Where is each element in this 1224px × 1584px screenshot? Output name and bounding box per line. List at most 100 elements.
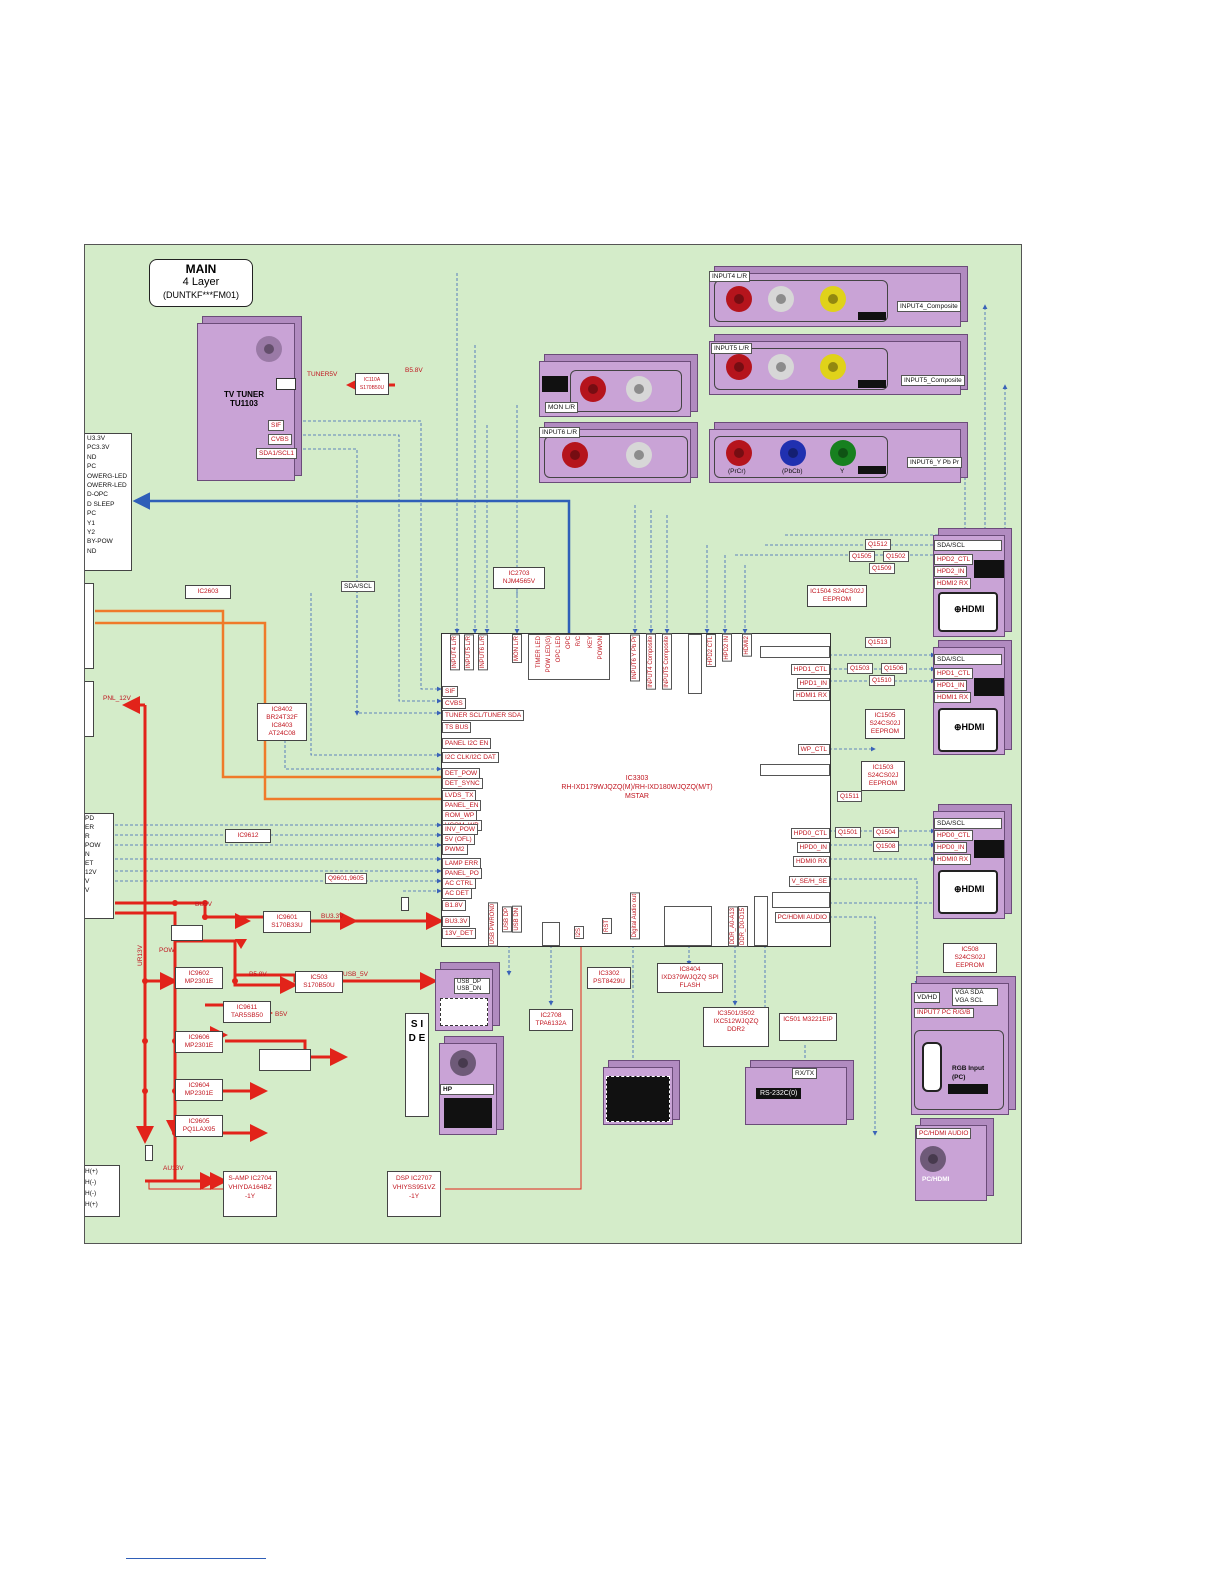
au13v-label: AU13V: [163, 1165, 184, 1172]
main-pin-right: HPD1_CTL: [790, 664, 830, 675]
main-pin-left: AC DET: [442, 888, 472, 899]
input6-component-plate: [714, 436, 888, 478]
main-pin-left: B1.8V: [442, 900, 466, 911]
left-list-item: Y1: [87, 519, 95, 527]
white-jack-icon: [768, 354, 794, 380]
hdmi2-block: SDA/SCL HPD2_CTL HPD2_IN HDMI2 RX ⊕HDMI: [933, 535, 1005, 637]
main-pin-top: R/C: [575, 635, 583, 648]
main-pin-top: OPC: [565, 635, 573, 651]
footer-rule: [126, 1558, 266, 1559]
main-pin-left: TUNER SCL/TUNER SDA: [442, 710, 525, 721]
left-list-item: D-OPC: [87, 491, 108, 499]
ic1505-eeprom: IC1505 S24CS02J EEPROM: [865, 709, 905, 739]
headphone-block: HP: [439, 1043, 497, 1135]
ic9601-regulator: IC9601 S170B33U: [263, 911, 311, 933]
main-ic-line3: MSTAR: [625, 793, 649, 800]
main-pin-top: HDMI2: [742, 634, 752, 657]
speaker-pin: H(-): [85, 1179, 97, 1186]
b5v-label: B5V: [275, 1011, 288, 1018]
main-pin-right: HPD0_CTL: [790, 828, 830, 839]
input4-jack-block: [709, 273, 961, 327]
input5-plate: [714, 348, 888, 390]
hpd1-ctl-label: HPD1_CTL: [934, 668, 974, 679]
left-list-item: BY-POW: [87, 538, 113, 546]
main-pin-top: INPUT4 L/R: [450, 634, 460, 671]
pow-label: POW: [159, 947, 175, 954]
main-pin-bottom: DDR_D0-D15: [738, 906, 748, 948]
input6-audio-jack-block: [539, 429, 691, 483]
blue-jack-icon: [780, 440, 806, 466]
optical-port-icon: [606, 1076, 670, 1122]
input4-label: INPUT4 L/R: [709, 271, 751, 282]
ic9606-converter: IC9606 MP2301E: [175, 1031, 223, 1053]
hpd0-ctl-label: HPD0_CTL: [934, 830, 974, 841]
b58v-label: B5.8V: [249, 971, 267, 978]
tuner-pin-sda-scl: SDA1/SCL1: [256, 448, 298, 459]
main-soc-ic3303: IC3303 RH-IXD179WJQZQ(M)/RH-IXD180WJQZQ(…: [441, 633, 831, 948]
main-pin-right: HDMI1 RX: [792, 690, 830, 701]
left-list-item: ND: [87, 453, 97, 461]
q1506: Q1506: [881, 663, 907, 674]
input5-jack-block: [709, 341, 961, 395]
ic9612-switch: IC9612: [225, 829, 271, 843]
hdmi1-rx-label: HDMI1 RX: [934, 692, 972, 703]
hdmi2-ic: [974, 560, 1004, 578]
bu5v-label: BU5V: [195, 901, 212, 908]
left-list-item: PC3.3V: [87, 444, 110, 452]
pb-label: (PbCb): [782, 468, 803, 475]
left-connector-list: U3.3V PC3.3V ND PC OWERG-LED OWERR-LED D…: [85, 433, 132, 571]
tuner-ref: TU1103: [229, 399, 259, 408]
main-pin-bottom: USB PWRON0: [488, 902, 498, 947]
q1510: Q1510: [869, 675, 895, 686]
power-conn-item: POW: [85, 842, 101, 849]
left-panel-connector: [85, 681, 94, 737]
vga-plate: [914, 1030, 1004, 1110]
left-orange-connector: [85, 583, 94, 669]
dsp-ic2707: DSP IC2707 VHIYSS951VZ -1Y: [387, 1171, 441, 1217]
main-pin-top: OPC LED: [555, 635, 563, 664]
main-pin-top: INPUT4 Composite: [646, 634, 656, 690]
ic8404-spi-flash: IC8404 IXD379WJQZQ SPI FLASH: [657, 963, 723, 993]
main-pin-top: MON L/R: [512, 634, 522, 664]
main-pin-right: PC/HDMI AUDIO: [774, 912, 830, 923]
main-pin-top: INPUT6 Y Pb Pr: [630, 634, 640, 682]
usb-port-icon: [440, 998, 488, 1026]
main-ic-line2: RH-IXD179WJQZQ(M)/RH-IXD180WJQZQ(M/T): [561, 784, 713, 791]
hdmi2-logo: ⊕HDMI: [954, 604, 985, 614]
q1513: Q1513: [865, 637, 891, 648]
rgb-input-label: RGB Input (PC): [952, 1065, 985, 1081]
q1511: Q1511: [837, 791, 863, 802]
main-pin-left: TS BUS: [442, 722, 472, 733]
left-list-item: OWERR-LED: [87, 482, 127, 490]
input4-ic: [858, 312, 886, 320]
hp-ic: [444, 1098, 492, 1128]
headphone-jack-icon: [450, 1050, 476, 1076]
main-bottom-slot: [542, 922, 560, 946]
main-right-slot: [772, 892, 830, 908]
left-list-item: OWERG-LED: [87, 472, 128, 480]
input5-composite-label: INPUT5_Composite: [901, 375, 965, 386]
speaker-pin: H(+): [85, 1201, 98, 1208]
hdmi0-sda-scl: SDA/SCL: [934, 818, 1002, 829]
main-bottom-slot: [664, 906, 712, 946]
main-pin-right: WP_CTL: [797, 744, 830, 755]
ic8402-eeprom: IC8402 BR24T32F IC8403 AT24C08: [257, 703, 307, 741]
red-jack-icon: [726, 440, 752, 466]
main-right-slot: [760, 764, 830, 776]
hdmi0-rx-label: HDMI0 RX: [934, 854, 972, 865]
hdmi0-ic: [974, 840, 1004, 858]
q1504: Q1504: [873, 827, 899, 838]
main-pin-bottom: USB DN: [512, 906, 522, 933]
red-jack-icon: [726, 354, 752, 380]
input5-ic: [858, 380, 886, 388]
left-list-item: Y2: [87, 529, 95, 537]
main-pin-left: CVBS: [442, 698, 466, 709]
main-pin-right: HPD1_IN: [796, 678, 830, 689]
hdmi1-logo: ⊕HDMI: [954, 722, 985, 732]
ic9611-regulator: IC9611 TAR5SB50: [223, 1001, 271, 1023]
ic9602-converter: IC9602 MP2301E: [175, 967, 223, 989]
left-power-connector: PD ER R POW N ET 12V V V: [85, 813, 114, 919]
title-line-2: 4 Layer: [182, 276, 220, 288]
